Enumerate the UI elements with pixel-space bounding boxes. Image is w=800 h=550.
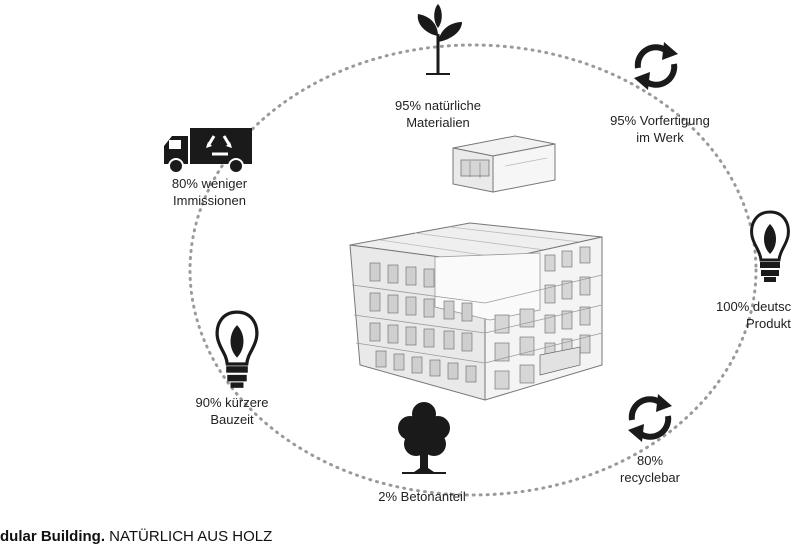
label-german-product: 100% deutsc Produkt: [716, 298, 800, 332]
label-line: Immissionen: [173, 193, 246, 208]
label-line: 95% Vorfertigung: [610, 113, 710, 128]
label-line: recyclebar: [620, 470, 680, 485]
label-natural-materials: 95% natürliche Materialien: [378, 97, 498, 131]
building-illustration: [349, 222, 603, 401]
label-line: Materialien: [406, 115, 470, 130]
footer-caption: dular Building. NATÜRLICH AUS HOLZ: [0, 528, 272, 545]
prefab-module-illustration: [452, 135, 556, 193]
label-line: Produkt: [746, 316, 791, 331]
label-line: 95% natürliche: [395, 98, 481, 113]
cycle-arrows-icon-top: [634, 42, 678, 90]
label-line: 80% weniger: [171, 176, 248, 191]
footer-brand: dular Building.: [0, 528, 105, 545]
label-line: 90% kürzere: [195, 395, 269, 410]
tree-icon: [398, 402, 450, 474]
footer-tagline: NATÜRLICH AUS HOLZ: [105, 528, 273, 545]
label-line: 100% deutsc: [716, 299, 792, 314]
label-line: im Werk: [636, 130, 684, 145]
label-concrete-share: 2% Betonanteil: [362, 488, 482, 505]
label-recyclable: 80% recyclebar: [605, 452, 695, 486]
label-line: 2% Betonanteil: [378, 489, 466, 504]
label-build-time: 90% kürzere Bauzeit: [182, 394, 282, 428]
label-line: Bauzeit: [210, 412, 254, 427]
plant-sprout-icon: [417, 4, 462, 75]
cycle-arrows-icon-bottom: [628, 394, 672, 442]
lightbulb-icon-right: [750, 210, 790, 282]
label-prefabrication: 95% Vorfertigung im Werk: [595, 112, 725, 146]
recycling-truck-icon: [164, 128, 252, 174]
label-emissions: 80% weniger Immissionen: [162, 175, 257, 209]
lightbulb-icon-left: [215, 310, 259, 388]
label-line: 80%: [636, 453, 664, 468]
